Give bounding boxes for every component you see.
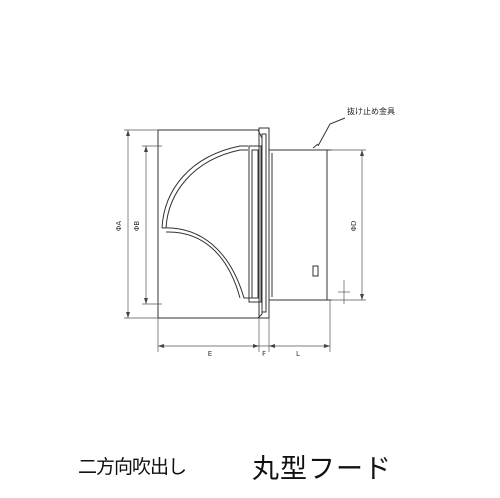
duct-pipe [268,149,328,301]
deflector-upper-curve [161,145,248,229]
flange-inner [261,133,267,313]
deflector-lower-curve-inner [165,231,241,299]
caption-two-way-outlet: 二方向吹出し [78,456,187,478]
dim-label-phi-a: ΦA [115,221,123,232]
callout-retaining-fitting-label: 抜け止め金具 [347,106,395,116]
louver-plate-inner [251,149,259,299]
dim-label-e: E [208,350,212,358]
louver-plate [248,145,262,303]
retaining-bracket [312,265,319,277]
deflector-upper-curve-inner [165,149,248,229]
deflector-lower-curve [161,227,258,299]
dim-label-l: L [296,350,300,358]
dim-label-f: F [262,350,266,358]
dim-label-phi-b: ΦB [133,221,141,232]
callout-leader [317,117,346,147]
hood-outer-outline [157,129,263,319]
dim-label-phi-d: ΦD [350,221,358,232]
caption-round-hood: 丸型フード [252,454,392,485]
retaining-bracket-tab [312,143,319,149]
